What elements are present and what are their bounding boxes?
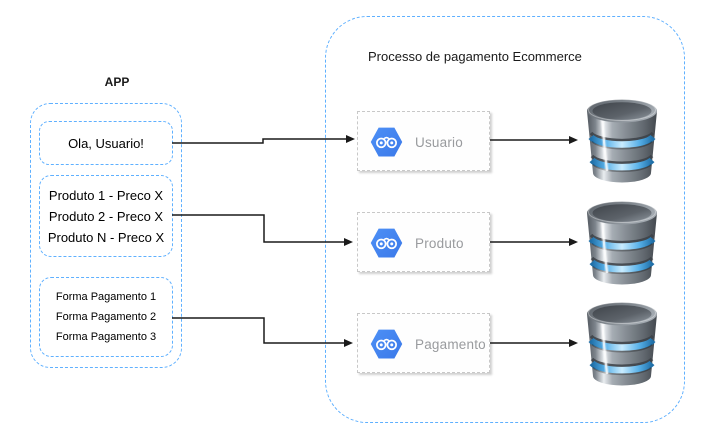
service-label: Usuario [415,134,463,150]
service-label: Produto [415,235,464,251]
process-group-title: Processo de pagamento Ecommerce [368,49,582,64]
api-hexagon-icon [370,127,403,157]
app-group-label: APP [104,75,130,89]
arrow-payments-to-pagamento [172,317,353,347]
api-hexagon-icon [370,329,403,359]
product-line: Produto 1 - Preco X [48,187,164,203]
database-icon [587,201,657,285]
payment-method-line: Forma Pagamento 1 [55,291,157,303]
database-icon [587,302,657,386]
payment-method-line: Forma Pagamento 3 [55,331,157,343]
database-icon [587,99,657,183]
payment-method-line: Forma Pagamento 2 [55,311,157,323]
products-box: Produto 1 - Preco X Produto 2 - Preco X … [39,175,173,257]
service-box-usuario: Usuario [357,111,490,171]
service-box-produto: Produto [357,212,490,272]
arrow-products-to-produto [172,214,353,246]
service-box-pagamento: Pagamento [357,313,490,373]
payment-methods-box: Forma Pagamento 1 Forma Pagamento 2 Form… [39,277,173,357]
greeting-box: Ola, Usuario! [39,121,173,165]
product-line: Produto 2 - Preco X [48,208,164,224]
api-hexagon-icon [370,228,403,258]
product-line: Produto N - Preco X [47,229,165,245]
service-label: Pagamento [415,336,486,352]
arrow-greeting-to-usuario [172,135,355,144]
greeting-text: Ola, Usuario! [68,135,144,151]
